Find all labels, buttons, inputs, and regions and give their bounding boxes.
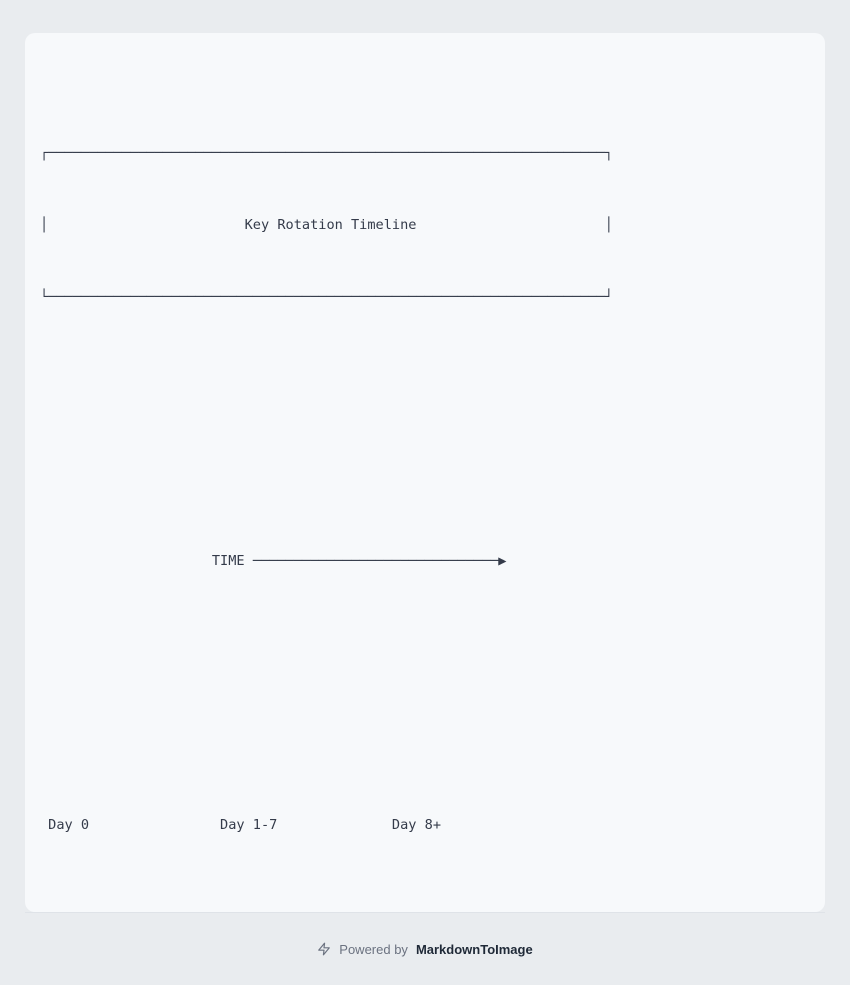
diagram-card: ┌───────────────────────────────────────… (25, 33, 825, 912)
title-box-top-border: ┌───────────────────────────────────────… (40, 145, 613, 161)
spacer-line-1 (40, 357, 613, 381)
footer-prefix: Powered by (339, 941, 408, 957)
spacer-line-5 (40, 885, 613, 909)
title-box-title-line: │ Key Rotation Timeline │ (40, 217, 613, 233)
day-labels-row: Day 0 Day 1-7 Day 8+ (40, 817, 442, 833)
spacer-line-4 (40, 693, 613, 717)
lightning-bolt-icon (317, 941, 331, 957)
footer-separator (25, 912, 825, 913)
page-footer: Powered by MarkdownToImage (25, 912, 825, 985)
spacer-line-3 (40, 621, 613, 645)
ascii-diagram: ┌───────────────────────────────────────… (40, 45, 613, 912)
spacer-line-2 (40, 429, 613, 453)
diagram-card-inner: ┌───────────────────────────────────────… (25, 33, 825, 912)
footer-brand: MarkdownToImage (415, 941, 533, 957)
time-axis-line: TIME ──────────────────────────────▶ (40, 553, 507, 569)
footer-content: Powered by MarkdownToImage (317, 941, 533, 957)
title-box-bottom-border: └───────────────────────────────────────… (40, 289, 613, 305)
